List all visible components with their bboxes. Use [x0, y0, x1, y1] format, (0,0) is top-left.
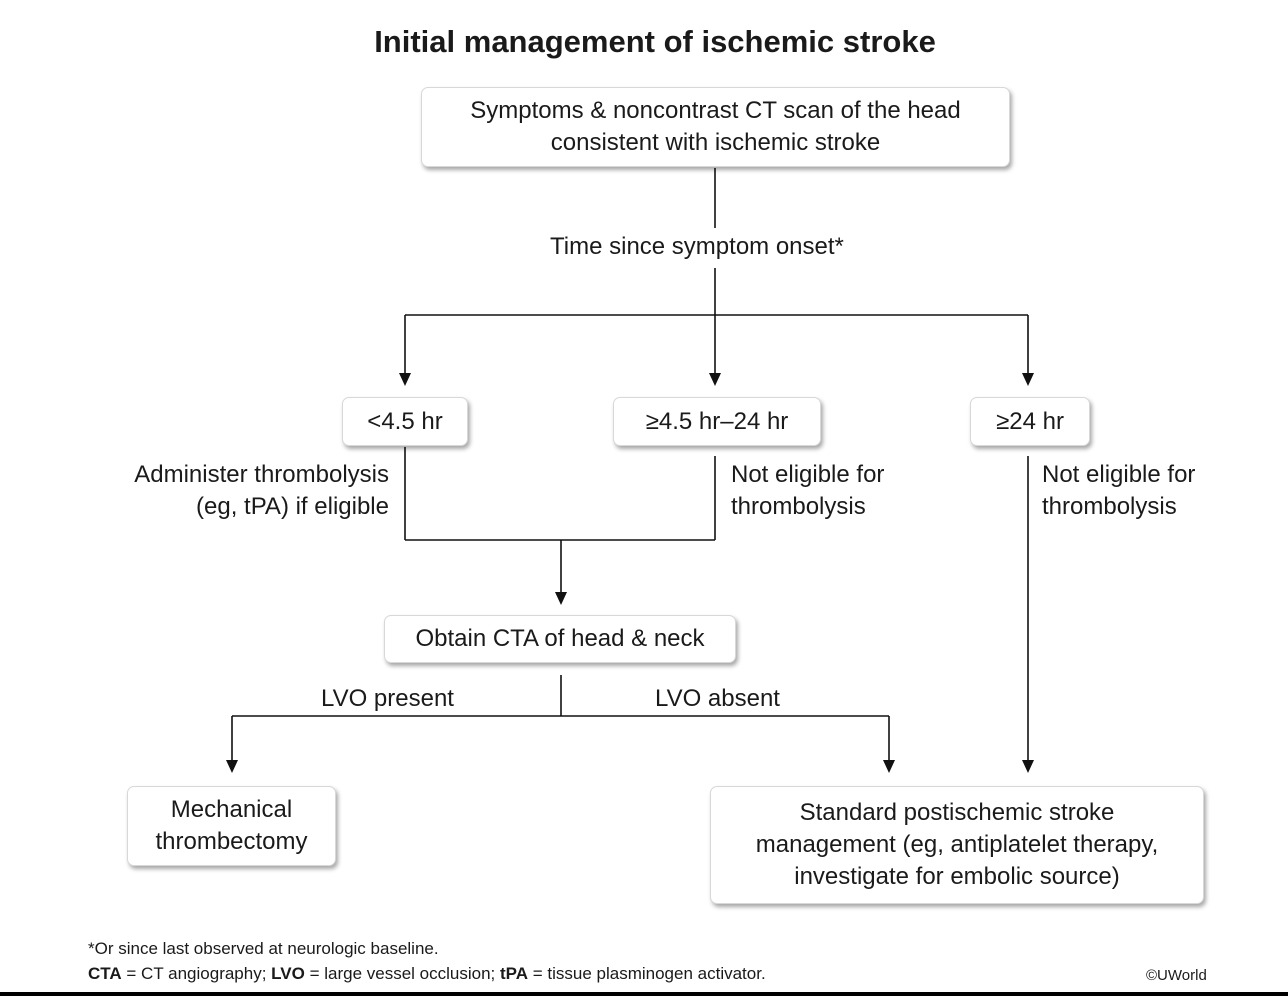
page-title: Initial management of ischemic stroke: [374, 24, 936, 59]
bottom-rule: [0, 992, 1288, 996]
abbr-def: = large vessel occlusion;: [304, 964, 500, 983]
abbr-term: LVO: [271, 964, 305, 983]
node-4-5-to-24-hr: ≥4.5 hr–24 hr: [613, 397, 821, 446]
copyright: ©UWorld: [1146, 967, 1207, 984]
arrowhead-cta: [555, 592, 567, 605]
arrowhead-gte24: [1022, 760, 1034, 773]
time-since-onset-label: Time since symptom onset*: [550, 231, 844, 263]
arrowhead-left: [399, 373, 411, 386]
node-obtain-cta: Obtain CTA of head & neck: [384, 615, 736, 663]
label-lvo-absent: LVO absent: [655, 685, 780, 712]
arrowhead-right: [1022, 373, 1034, 386]
node-mechanical-thrombectomy: Mechanical thrombectomy: [127, 786, 336, 866]
label-administer-thrombolysis: Administer thrombolysis (eg, tPA) if eli…: [134, 461, 389, 520]
arrowhead-lvo-absent: [883, 760, 895, 773]
abbr-def: = tissue plasminogen activator.: [528, 964, 766, 983]
arrowhead-thrombectomy: [226, 760, 238, 773]
label-lvo-present: LVO present: [321, 685, 454, 712]
label-not-eligible-mid: Not eligible for thrombolysis: [731, 461, 885, 520]
node-gte-24-hr: ≥24 hr: [970, 397, 1090, 446]
abbr-term: tPA: [500, 964, 529, 983]
node-start: Symptoms & noncontrast CT scan of the he…: [421, 87, 1010, 167]
footnote: *Or since last observed at neurologic ba…: [88, 939, 439, 958]
node-lt-4-5-hr: <4.5 hr: [342, 397, 468, 446]
abbreviations: CTA = CT angiography; LVO = large vessel…: [88, 964, 766, 984]
label-not-eligible-right: Not eligible for thrombolysis: [1042, 461, 1196, 520]
abbr-term: CTA: [88, 964, 122, 983]
abbr-def: = CT angiography;: [121, 964, 272, 983]
arrowhead-mid: [709, 373, 721, 386]
node-standard-management: Standard postischemic stroke management …: [710, 786, 1204, 904]
